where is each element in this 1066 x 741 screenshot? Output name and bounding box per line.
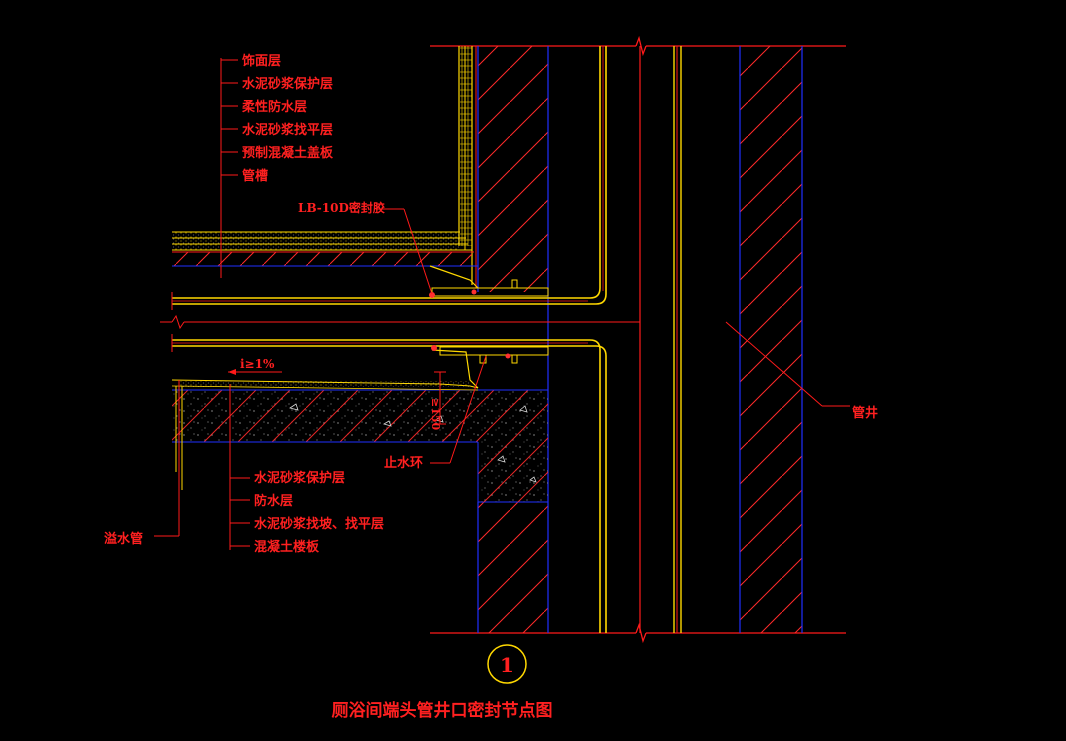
layer-label-slope-leveling: 水泥砂浆找坡、找平层 [254,516,384,532]
lower-layer-labels: 水泥砂浆保护层 防水层 水泥砂浆找坡、找平层 混凝土楼板 [254,470,384,555]
upper-layer-leaders [220,58,433,295]
layer-label-mortar-protection: 水泥砂浆保护层 [242,76,333,92]
water-stop-label: 止水环 [384,455,423,471]
drawing-title: 厕浴间端头管井口密封节点图 [332,700,553,721]
lower-layer-leaders [228,355,487,550]
layer-label-waterproof: 防水层 [254,493,293,509]
drain-pipe-label: 溢水管 [104,531,143,547]
layer-label-mortar-leveling: 水泥砂浆找平层 [242,122,333,138]
pipe-shaft-label: 管井 [852,405,878,421]
layer-label-finish: 饰面层 [242,53,281,69]
layer-label-precast-cover: 预制混凝土盖板 [242,145,334,161]
pipe-shaft [430,35,850,644]
layer-label-pipe-groove: 管槽 [242,168,268,184]
upper-layer-labels: 饰面层 水泥砂浆保护层 柔性防水层 水泥砂浆找平层 预制混凝土盖板 管槽 [241,53,334,184]
slope-label: i≥1% [240,357,275,371]
detail-number-circle [487,644,527,684]
horizontal-pipe [160,292,640,352]
detail-number: 1 [500,653,514,677]
height-dimension: ≥150 [429,398,442,431]
layer-label-flexible-waterproof: 柔性防水层 [241,99,307,115]
layer-label-concrete-slab: 混凝土楼板 [254,539,320,555]
lower-floor-slab [154,345,549,537]
layer-label-lower-mortar-protection: 水泥砂浆保护层 [254,470,345,486]
sealant-label: LB-10D密封胶 [298,200,385,215]
